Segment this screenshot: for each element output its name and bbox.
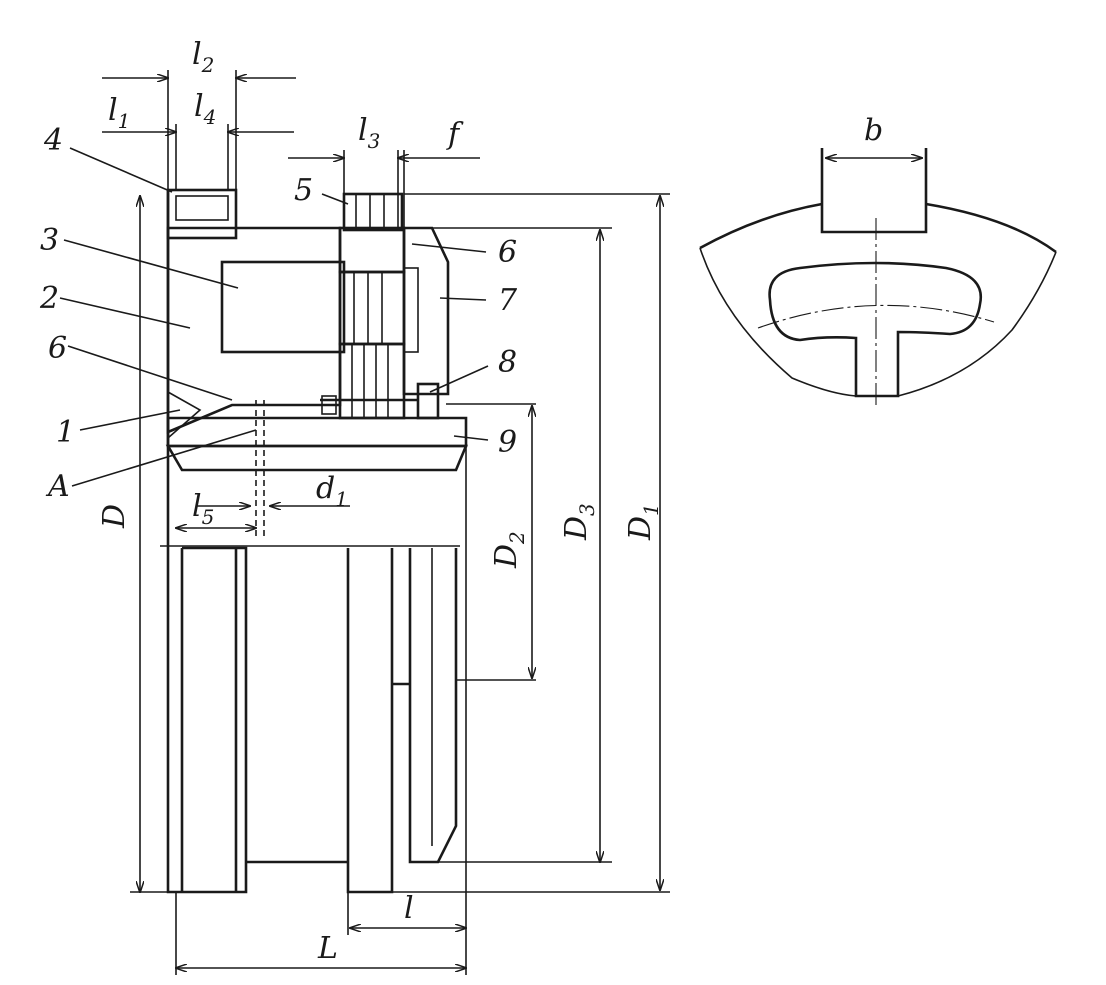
- label-part-7: 7: [498, 283, 518, 318]
- adjusting-screw: [320, 382, 440, 420]
- label-part-6-left: 6: [48, 331, 67, 366]
- dim-l2: l2: [192, 37, 214, 77]
- slot-cutout: [768, 261, 983, 398]
- label-part-6-right: 6: [498, 235, 517, 270]
- dim-D3: D3: [559, 503, 599, 541]
- coil-winding: [220, 260, 346, 354]
- dim-l: l: [404, 891, 414, 926]
- friction-disk-pack: [338, 192, 406, 420]
- dim-l1: l1: [108, 93, 130, 133]
- dim-D1: D1: [623, 503, 663, 541]
- dim-l3: l3: [358, 113, 380, 153]
- dim-D: D: [97, 504, 132, 529]
- dim-l5: l5: [192, 489, 214, 529]
- dim-L: L: [317, 931, 338, 966]
- dim-D2: D2: [489, 531, 529, 569]
- label-part-2: 2: [39, 281, 59, 316]
- part-labels: 4 3 2 6 1 A 5 6 7 8 9: [39, 123, 518, 504]
- armature-disk: [402, 226, 450, 396]
- label-part-3: 3: [40, 223, 59, 258]
- leader-lines: [59, 147, 489, 487]
- slot-detail-view: [699, 148, 1057, 406]
- hub-sleeve: [166, 416, 468, 448]
- dim-d1: d1: [316, 471, 348, 511]
- slip-ring-insulation: [166, 188, 238, 240]
- label-part-1: 1: [56, 415, 75, 450]
- dim-b: b: [864, 113, 883, 148]
- label-part-8: 8: [498, 345, 517, 380]
- label-part-5: 5: [294, 173, 313, 208]
- dim-f: f: [446, 117, 464, 152]
- label-part-A: A: [45, 469, 70, 504]
- label-part-9: 9: [498, 425, 517, 460]
- dimension-labels: l2 l1 l4 l3 f l5 d1 l L b D D2 D3 D1: [97, 37, 883, 966]
- dimension-lines: [102, 70, 670, 975]
- label-part-4: 4: [43, 123, 63, 158]
- main-section-view: [160, 188, 536, 894]
- dim-l4: l4: [194, 89, 216, 129]
